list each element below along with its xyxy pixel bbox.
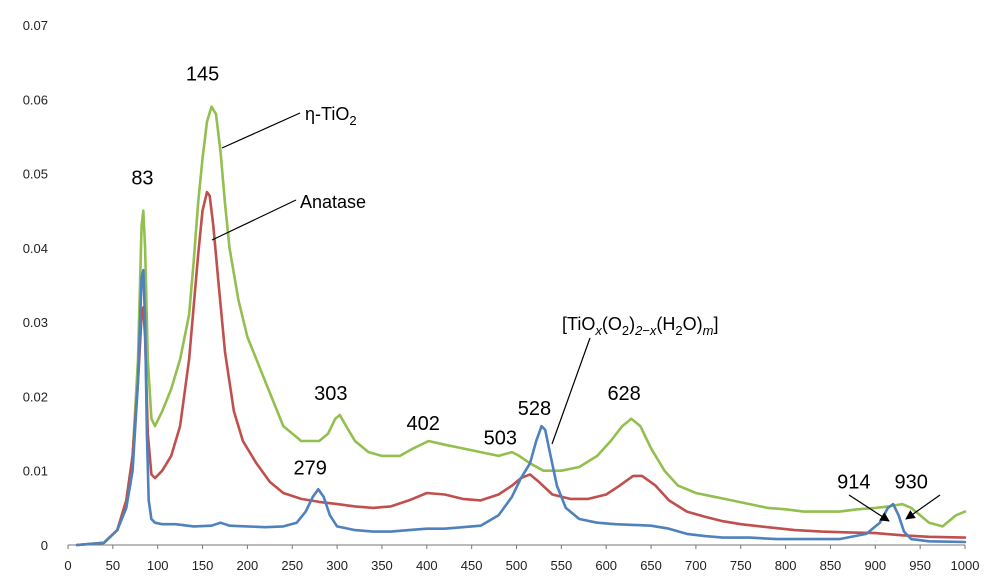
y-tick-label: 0.06 (23, 92, 48, 107)
y-tick-label: 0.01 (23, 464, 48, 479)
formula-part: x (594, 323, 602, 338)
leader-line-peroxo (551, 337, 591, 445)
peak-label-83: 83 (131, 168, 153, 190)
peak-label-303: 303 (314, 383, 347, 405)
series-line-anatase (75, 190, 967, 547)
peak-label-628: 628 (607, 383, 640, 405)
x-tick-label: 450 (461, 558, 483, 573)
series-label-peroxo-formula: [TiOx(O2)2−x(H2O)m] (562, 314, 718, 338)
x-axis-ticks: 0 50 100 150 200 250 300 350 400 450 500 550 600 650 7… (64, 545, 979, 573)
x-tick-label: 300 (326, 558, 348, 573)
y-tick-label: 0.03 (23, 315, 48, 330)
x-tick-label: 950 (909, 558, 931, 573)
y-tick-label: 0.07 (23, 18, 48, 33)
formula-part: [TiO (562, 314, 595, 334)
peak-label-503: 503 (484, 428, 517, 450)
leader-lines (211, 112, 941, 522)
x-tick-label: 800 (775, 558, 797, 573)
formula-part: ] (713, 314, 718, 334)
peak-label-145: 145 (186, 64, 219, 86)
y-axis-ticks: 0 0.01 0.02 0.03 0.04 0.05 0.06 0.07 (23, 18, 48, 553)
x-tick-label: 900 (864, 558, 886, 573)
series-labels: η-TiO2 Anatase [TiOx(O2)2−x(H2O)m] (300, 104, 718, 338)
x-tick-label: 150 (192, 558, 214, 573)
series-label-eta-tio2-sub: 2 (349, 113, 356, 128)
formula-part: (H (656, 314, 675, 334)
x-tick-label: 250 (281, 558, 303, 573)
peak-label-402: 402 (407, 413, 440, 435)
y-tick-label: 0.05 (23, 167, 48, 182)
series-line-eta-tio2 (75, 105, 967, 547)
formula-part: ) (629, 314, 635, 334)
x-tick-label: 1000 (951, 558, 980, 573)
x-tick-label: 500 (506, 558, 528, 573)
arrow-914 (848, 494, 890, 522)
x-tick-label: 350 (371, 558, 393, 573)
x-tick-label: 400 (416, 558, 438, 573)
arrow-930 (905, 494, 941, 520)
formula-part: m (703, 323, 714, 338)
y-tick-label: 0 (41, 538, 48, 553)
series-layer (75, 105, 967, 547)
x-tick-label: 650 (640, 558, 662, 573)
x-tick-label: 550 (550, 558, 572, 573)
peak-label-930: 930 (894, 472, 927, 494)
formula-part: 2 (622, 323, 629, 338)
peak-label-528: 528 (518, 398, 551, 420)
series-line-peroxo (75, 268, 967, 547)
x-tick-label: 0 (64, 558, 71, 573)
series-label-anatase: Anatase (300, 192, 366, 212)
peak-label-279: 279 (294, 457, 327, 479)
leader-line-anatase (211, 199, 297, 241)
x-tick-label: 50 (106, 558, 120, 573)
formula-part: 2−x (634, 323, 657, 338)
leader-line-eta-tio2 (221, 112, 301, 149)
y-tick-label: 0.04 (23, 241, 48, 256)
x-tick-label: 850 (820, 558, 842, 573)
y-tick-label: 0.02 (23, 389, 48, 404)
axes: 0 50 100 150 200 250 300 350 400 450 500 550 600 650 7… (23, 18, 980, 573)
formula-part: 2 (675, 323, 682, 338)
x-tick-label: 750 (730, 558, 752, 573)
formula-part: (O (602, 314, 622, 334)
series-label-eta-tio2: η-TiO2 (305, 104, 357, 128)
peak-label-914: 914 (837, 472, 870, 494)
x-tick-label: 600 (595, 558, 617, 573)
x-tick-label: 700 (685, 558, 707, 573)
x-tick-label: 200 (237, 558, 259, 573)
formula-part: O) (683, 314, 703, 334)
series-label-eta-tio2-main: η-TiO (305, 104, 349, 124)
x-tick-label: 100 (147, 558, 169, 573)
